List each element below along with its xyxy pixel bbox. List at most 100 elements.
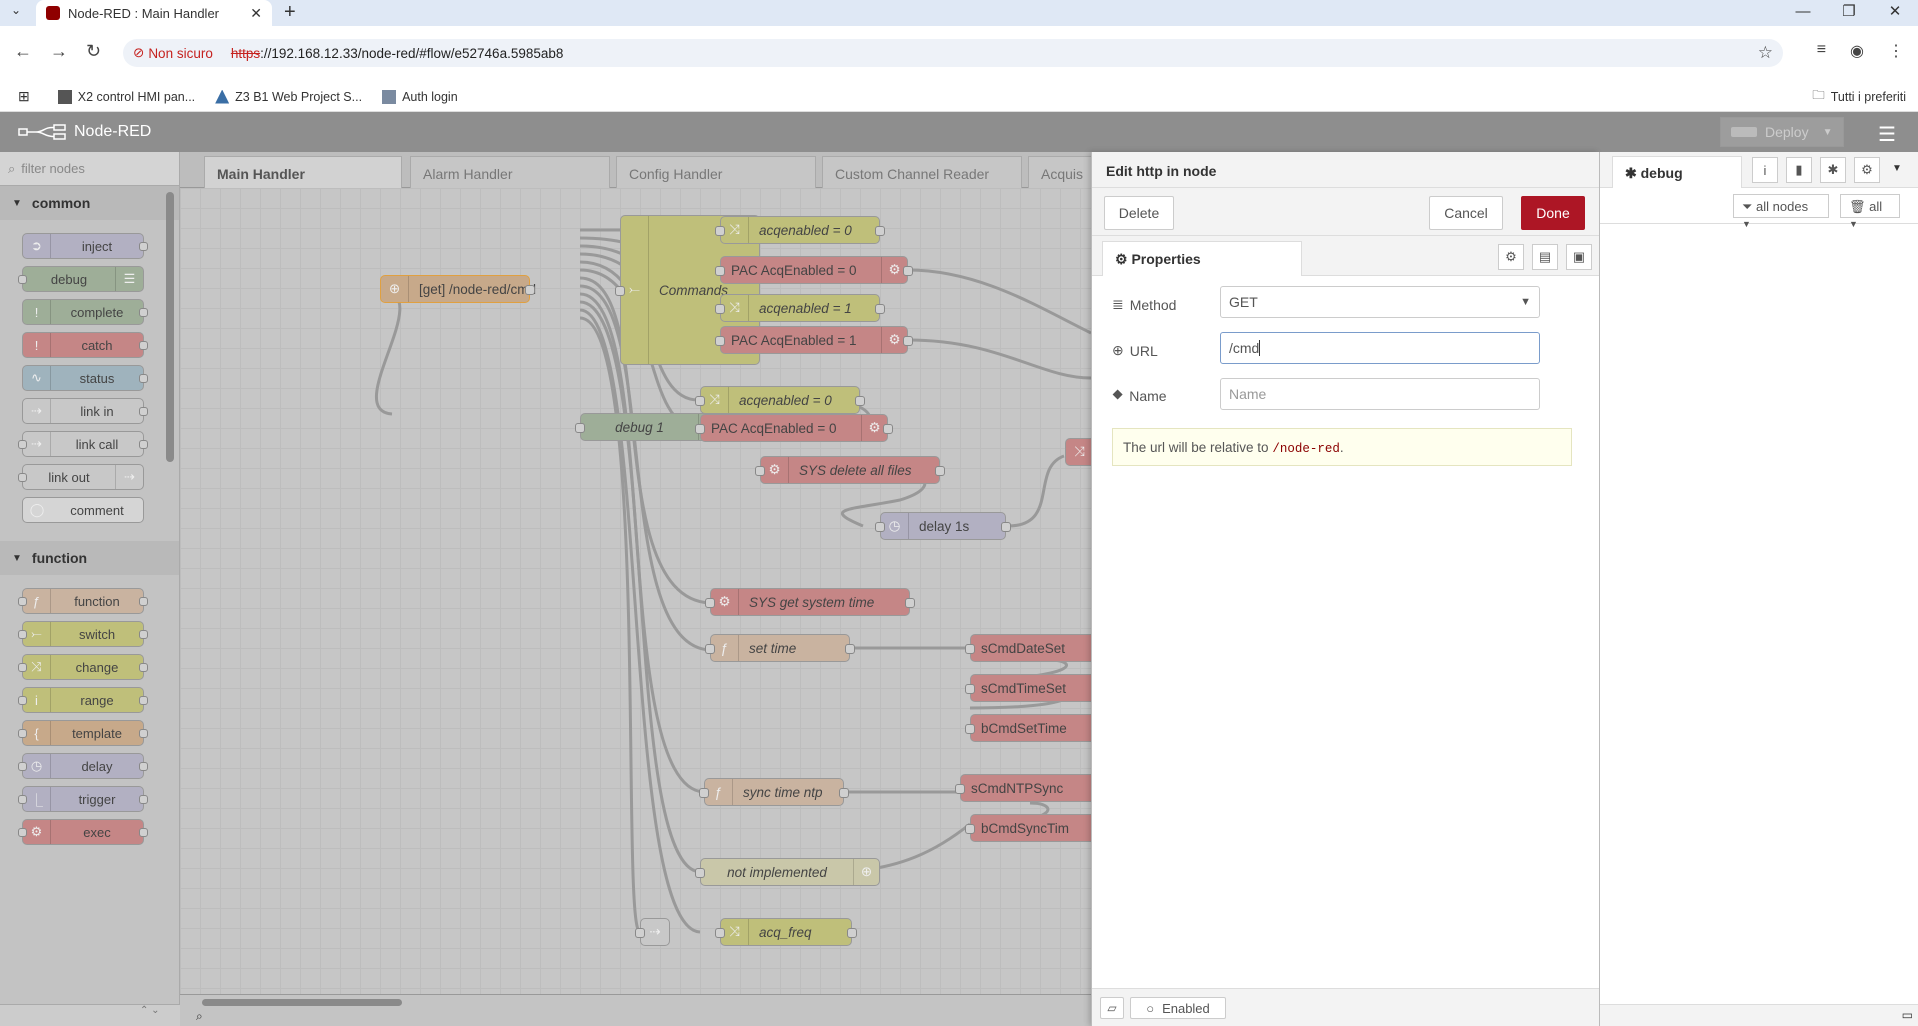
node-label: sCmdDateSet [981, 640, 1066, 656]
bookmark-z3[interactable]: Z3 B1 Web Project S... [215, 89, 362, 104]
palette-scrollbar[interactable] [166, 192, 174, 462]
profile-icon[interactable]: ◉ [1850, 43, 1864, 60]
node-offscreen-a[interactable]: ⤨ [1065, 438, 1091, 466]
gear-icon[interactable]: ⚙ [1498, 244, 1524, 270]
bookmark-star-icon[interactable]: ☆ [1757, 43, 1773, 62]
new-tab-icon[interactable]: + [284, 1, 296, 23]
tab-search-icon[interactable]: ⌄ [11, 3, 22, 17]
flow-canvas[interactable]: ⊕[get] /node-red/cmd ⤚Commands debug 1☰ … [180, 188, 1091, 994]
node-not-implemented[interactable]: not implemented⊕ [695, 858, 880, 886]
close-tab-icon[interactable]: ✕ [250, 4, 262, 21]
horizontal-scrollbar[interactable] [202, 999, 402, 1006]
palette-filter-input[interactable]: ⌕filter nodes [0, 152, 179, 186]
node-acqenabled-0-b[interactable]: ⤨acqenabled = 0 [695, 386, 865, 414]
node-sys-delete-all-files[interactable]: ⚙SYS delete all files [755, 456, 945, 484]
tab-config-handler[interactable]: Config Handler [616, 156, 816, 188]
palette-node-change[interactable]: ⤨change [18, 654, 148, 680]
tab-custom-channel-reader[interactable]: Custom Channel Reader [822, 156, 1022, 188]
clear-messages-select[interactable]: 🗑 all ▼ [1840, 194, 1900, 229]
palette-node-exec[interactable]: ⚙exec [18, 819, 148, 845]
bookmark-auth[interactable]: Auth login [382, 89, 458, 104]
node-pac-acqenabled-0-a[interactable]: PAC AcqEnabled = 0⚙ [715, 256, 913, 284]
palette-node-link-in[interactable]: ⇢link in [22, 398, 148, 424]
palette-node-link-out[interactable]: link out⇢ [18, 464, 144, 490]
node-label: catch [81, 337, 113, 353]
browser-tab[interactable]: Node-RED : Main Handler ✕ [36, 0, 272, 26]
name-input[interactable]: Name [1220, 378, 1540, 410]
palette-node-comment[interactable]: ◯comment [22, 497, 144, 523]
palette-node-status[interactable]: ∿status [22, 365, 148, 391]
palette-node-catch[interactable]: !catch [22, 332, 148, 358]
bug-icon[interactable]: ✱ [1820, 157, 1846, 183]
palette-node-trigger[interactable]: ⎿trigger [18, 786, 148, 812]
deploy-button[interactable]: Deploy ▼ [1720, 117, 1844, 147]
minimize-icon[interactable]: — [1795, 3, 1811, 20]
appearance-icon[interactable]: ▣ [1566, 244, 1592, 270]
monitor-icon[interactable]: ▭ [1901, 1008, 1913, 1022]
tab-debug[interactable]: ✱ debug [1612, 156, 1742, 188]
document-icon[interactable]: ▤ [1532, 244, 1558, 270]
node-scmdntpsync[interactable]: sCmdNTPSync [955, 774, 1091, 802]
node-delay-1s[interactable]: ◷delay 1s [875, 512, 1011, 540]
node-help-icon[interactable]: ▱ [1100, 997, 1124, 1019]
tab-main-handler[interactable]: Main Handler [204, 156, 402, 188]
collapse-all-icon[interactable]: ⌃ ⌄ [140, 1005, 160, 1016]
node-acqenabled-0-a[interactable]: ⤨acqenabled = 0 [715, 216, 885, 244]
tab-alarm-handler[interactable]: Alarm Handler [410, 156, 610, 188]
deploy-dropdown-icon[interactable]: ▼ [1822, 126, 1833, 138]
all-bookmarks[interactable]: 🗀Tutti i preferiti [1812, 86, 1906, 107]
browser-menu-icon[interactable]: ⋮ [1888, 43, 1904, 60]
filter-nodes-select[interactable]: ⏷ all nodes ▼ [1733, 194, 1829, 229]
apps-icon[interactable]: ⊞ [18, 88, 30, 104]
node-scmddateset[interactable]: sCmdDateSet [965, 634, 1091, 662]
palette-node-link-call[interactable]: ⇢link call [18, 431, 148, 457]
node-pac-acqenabled-1[interactable]: PAC AcqEnabled = 1⚙ [715, 326, 913, 354]
media-icon[interactable]: ≡ [1816, 41, 1827, 58]
node-sys-get-system-time[interactable]: ⚙SYS get system time [705, 588, 915, 616]
cancel-button[interactable]: Cancel [1429, 196, 1503, 230]
node-acq-freq[interactable]: ⤨acq_freq [715, 918, 857, 946]
search-icon[interactable]: ⌕ [196, 1009, 203, 1023]
palette-node-switch[interactable]: ⤚switch [18, 621, 148, 647]
forward-icon[interactable]: → [50, 41, 68, 61]
bookmark-x2[interactable]: X2 control HMI pan... [57, 89, 195, 104]
palette-node-debug[interactable]: debug☰ [18, 266, 144, 292]
reload-icon[interactable]: ↻ [86, 41, 102, 61]
main-menu-icon[interactable]: ☰ [1878, 124, 1896, 146]
close-window-icon[interactable]: ✕ [1888, 3, 1902, 20]
node-bcmdsettime[interactable]: bCmdSetTime [965, 714, 1091, 742]
node-pac-acqenabled-0-b[interactable]: PAC AcqEnabled = 0⚙ [695, 414, 893, 442]
back-icon[interactable]: ← [14, 41, 32, 61]
input-port [715, 928, 725, 938]
node-scmdtimeset[interactable]: sCmdTimeSet [965, 674, 1091, 702]
info-icon[interactable]: i [1752, 157, 1778, 183]
url-input[interactable]: /cmd [1220, 332, 1540, 364]
palette-category-function[interactable]: ▼function [0, 541, 179, 575]
tab-acquis[interactable]: Acquis [1028, 156, 1091, 188]
gear-icon[interactable]: ⚙ [1854, 157, 1880, 183]
security-label[interactable]: Non sicuro [148, 45, 213, 61]
palette-node-complete[interactable]: !complete [22, 299, 148, 325]
delete-button[interactable]: Delete [1104, 196, 1174, 230]
palette-node-delay[interactable]: ◷delay [18, 753, 148, 779]
tab-properties[interactable]: ⚙ Properties [1102, 241, 1302, 276]
palette-node-template[interactable]: {template [18, 720, 148, 746]
node-acqenabled-1[interactable]: ⤨acqenabled = 1 [715, 294, 885, 322]
palette-node-inject[interactable]: ➲inject [22, 233, 148, 259]
node-http-in[interactable]: ⊕[get] /node-red/cmd [380, 275, 536, 303]
node-bcmdsynctime[interactable]: bCmdSyncTim [965, 814, 1091, 842]
book-icon[interactable]: ▮ [1786, 157, 1812, 183]
chevron-down-icon[interactable]: ▼ [1892, 163, 1902, 174]
node-label: status [79, 370, 115, 386]
done-button[interactable]: Done [1521, 196, 1585, 230]
omnibox[interactable]: ⊘ Non sicuro https ://192.168.12.33/node… [123, 39, 1783, 67]
method-select[interactable]: GET▼ [1220, 286, 1540, 318]
palette-category-common[interactable]: ▼common [0, 186, 179, 220]
restore-icon[interactable]: ❐ [1842, 3, 1856, 20]
node-link-out[interactable]: ⇢ [635, 918, 670, 946]
enabled-toggle[interactable]: ○Enabled [1130, 997, 1226, 1019]
